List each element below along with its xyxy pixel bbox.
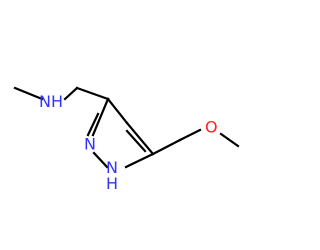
bond-c4-c5-inner (125, 129, 147, 153)
bond-methyl-nh (13, 86, 44, 101)
bond-n1-c5 (124, 152, 155, 169)
bond-c5-ch2 (151, 138, 182, 156)
bond-n2-n1 (92, 151, 109, 169)
ether-oxygen-label: O (205, 118, 218, 137)
ring-nitrogen-2-label: N (84, 135, 96, 154)
bond-nh-ch2 (63, 86, 79, 101)
bond-o-methyl (219, 132, 240, 148)
amine-nitrogen-label: NH (39, 92, 63, 111)
bond-c4-c5 (125, 121, 155, 156)
bond-c3-c4 (106, 97, 129, 125)
bond-c3-n2 (91, 97, 110, 137)
bonds (13, 86, 240, 169)
bond-c3-n2-inner (86, 112, 100, 137)
bond-ch2-o (178, 128, 202, 142)
bond-ch2-c3 (75, 86, 110, 101)
